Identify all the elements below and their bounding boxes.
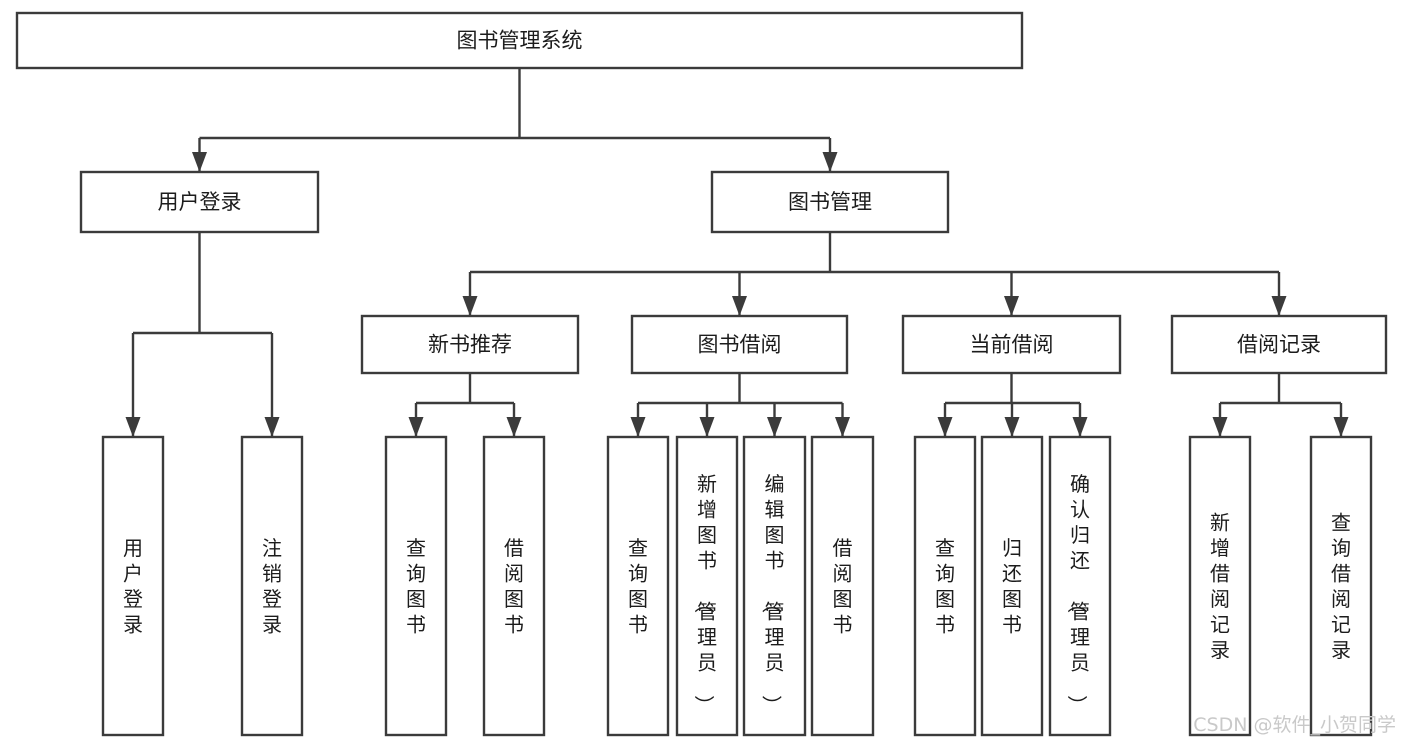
node-label: 借阅图书 xyxy=(833,536,853,637)
leaf-node-查询图书[interactable]: 查询图书 xyxy=(606,435,670,737)
arrow-head-icon xyxy=(192,152,207,172)
node-label: 查询图书 xyxy=(935,536,955,637)
node-box[interactable] xyxy=(901,314,1122,375)
leaf-node-新增借阅记录[interactable]: 新增借阅记录 xyxy=(1188,435,1252,737)
node-box[interactable] xyxy=(810,435,875,737)
level3-node-图书借阅[interactable]: 图书借阅 xyxy=(630,314,849,375)
level3-node-借阅记录[interactable]: 借阅记录 xyxy=(1170,314,1388,375)
arrow-head-icon xyxy=(1072,417,1088,437)
leaf-node-用户登录[interactable]: 用户登录 xyxy=(101,435,165,737)
leaf-node-编辑图书（管理员）[interactable]: 编辑图书（管理员） xyxy=(742,435,807,737)
node-label: 查询借阅记录 xyxy=(1331,510,1351,662)
node-label: 新增借阅记录 xyxy=(1210,510,1230,662)
boxes-layer: 图书管理系统用户登录图书管理新书推荐图书借阅当前借阅借阅记录用户登录注销登录查询… xyxy=(15,11,1388,737)
node-box[interactable] xyxy=(742,435,807,737)
node-label: 借阅图书 xyxy=(504,536,524,637)
arrow-head-icon xyxy=(408,417,424,437)
node-label: 确认归还（管理员） xyxy=(1065,472,1090,715)
arrow-head-icon xyxy=(767,417,782,437)
node-label: 当前借阅 xyxy=(970,333,1054,357)
level3-node-当前借阅[interactable]: 当前借阅 xyxy=(901,314,1122,375)
arrow-head-icon xyxy=(125,417,141,437)
node-box[interactable] xyxy=(710,170,950,234)
node-label: 查询图书 xyxy=(628,536,648,637)
arrow-head-icon xyxy=(699,417,715,437)
node-label: 用户登录 xyxy=(123,536,143,637)
root-node-图书管理系统[interactable]: 图书管理系统 xyxy=(15,11,1024,70)
level3-node-新书推荐[interactable]: 新书推荐 xyxy=(360,314,580,375)
node-box[interactable] xyxy=(360,314,580,375)
arrow-head-icon xyxy=(264,417,280,437)
node-label: 借阅记录 xyxy=(1237,333,1321,357)
node-box[interactable] xyxy=(79,170,320,234)
node-label: 新增图书（管理员） xyxy=(692,472,717,715)
arrow-head-icon xyxy=(1004,417,1020,437)
level2-node-用户登录[interactable]: 用户登录 xyxy=(79,170,320,234)
leaf-node-借阅图书[interactable]: 借阅图书 xyxy=(810,435,875,737)
csdn-watermark: CSDN @软件_小贺同学 xyxy=(1193,714,1396,736)
node-label: 编辑图书（管理员） xyxy=(760,472,785,715)
arrow-head-icon xyxy=(732,296,747,316)
level2-node-图书管理[interactable]: 图书管理 xyxy=(710,170,950,234)
node-box[interactable] xyxy=(675,435,739,737)
node-label: 查询图书 xyxy=(406,536,426,637)
arrow-head-icon xyxy=(937,417,953,437)
node-box[interactable] xyxy=(1188,435,1252,737)
leaf-node-借阅图书[interactable]: 借阅图书 xyxy=(482,435,546,737)
node-box[interactable] xyxy=(15,11,1024,70)
arrow-head-icon xyxy=(835,417,850,437)
node-label: 图书管理 xyxy=(788,190,872,214)
node-label: 图书借阅 xyxy=(698,333,782,357)
node-box[interactable] xyxy=(606,435,670,737)
node-box[interactable] xyxy=(1309,435,1373,737)
arrow-head-icon xyxy=(630,417,646,437)
arrow-head-icon xyxy=(506,417,522,437)
node-box[interactable] xyxy=(1048,435,1112,737)
arrow-head-icon xyxy=(462,296,478,316)
leaf-node-注销登录[interactable]: 注销登录 xyxy=(240,435,304,737)
arrow-head-icon xyxy=(1004,296,1019,316)
leaf-node-查询图书[interactable]: 查询图书 xyxy=(913,435,977,737)
arrow-head-icon xyxy=(1333,417,1349,437)
node-box[interactable] xyxy=(482,435,546,737)
node-box[interactable] xyxy=(980,435,1044,737)
leaf-node-归还图书[interactable]: 归还图书 xyxy=(980,435,1044,737)
leaf-node-确认归还（管理员）[interactable]: 确认归还（管理员） xyxy=(1048,435,1112,737)
arrow-head-icon xyxy=(1212,417,1228,437)
node-box[interactable] xyxy=(913,435,977,737)
node-box[interactable] xyxy=(384,435,448,737)
node-box[interactable] xyxy=(1170,314,1388,375)
node-label: 图书管理系统 xyxy=(457,29,583,53)
node-label: 注销登录 xyxy=(262,536,282,637)
leaf-node-新增图书（管理员）[interactable]: 新增图书（管理员） xyxy=(675,435,739,737)
leaf-node-查询借阅记录[interactable]: 查询借阅记录 xyxy=(1309,435,1373,737)
edges-layer xyxy=(125,68,1349,437)
node-box[interactable] xyxy=(240,435,304,737)
leaf-node-查询图书[interactable]: 查询图书 xyxy=(384,435,448,737)
node-box[interactable] xyxy=(101,435,165,737)
arrow-head-icon xyxy=(1271,296,1287,316)
node-label: 新书推荐 xyxy=(428,333,512,357)
node-label: 用户登录 xyxy=(158,190,242,214)
node-label: 归还图书 xyxy=(1002,536,1022,637)
node-box[interactable] xyxy=(630,314,849,375)
arrow-head-icon xyxy=(822,152,838,172)
